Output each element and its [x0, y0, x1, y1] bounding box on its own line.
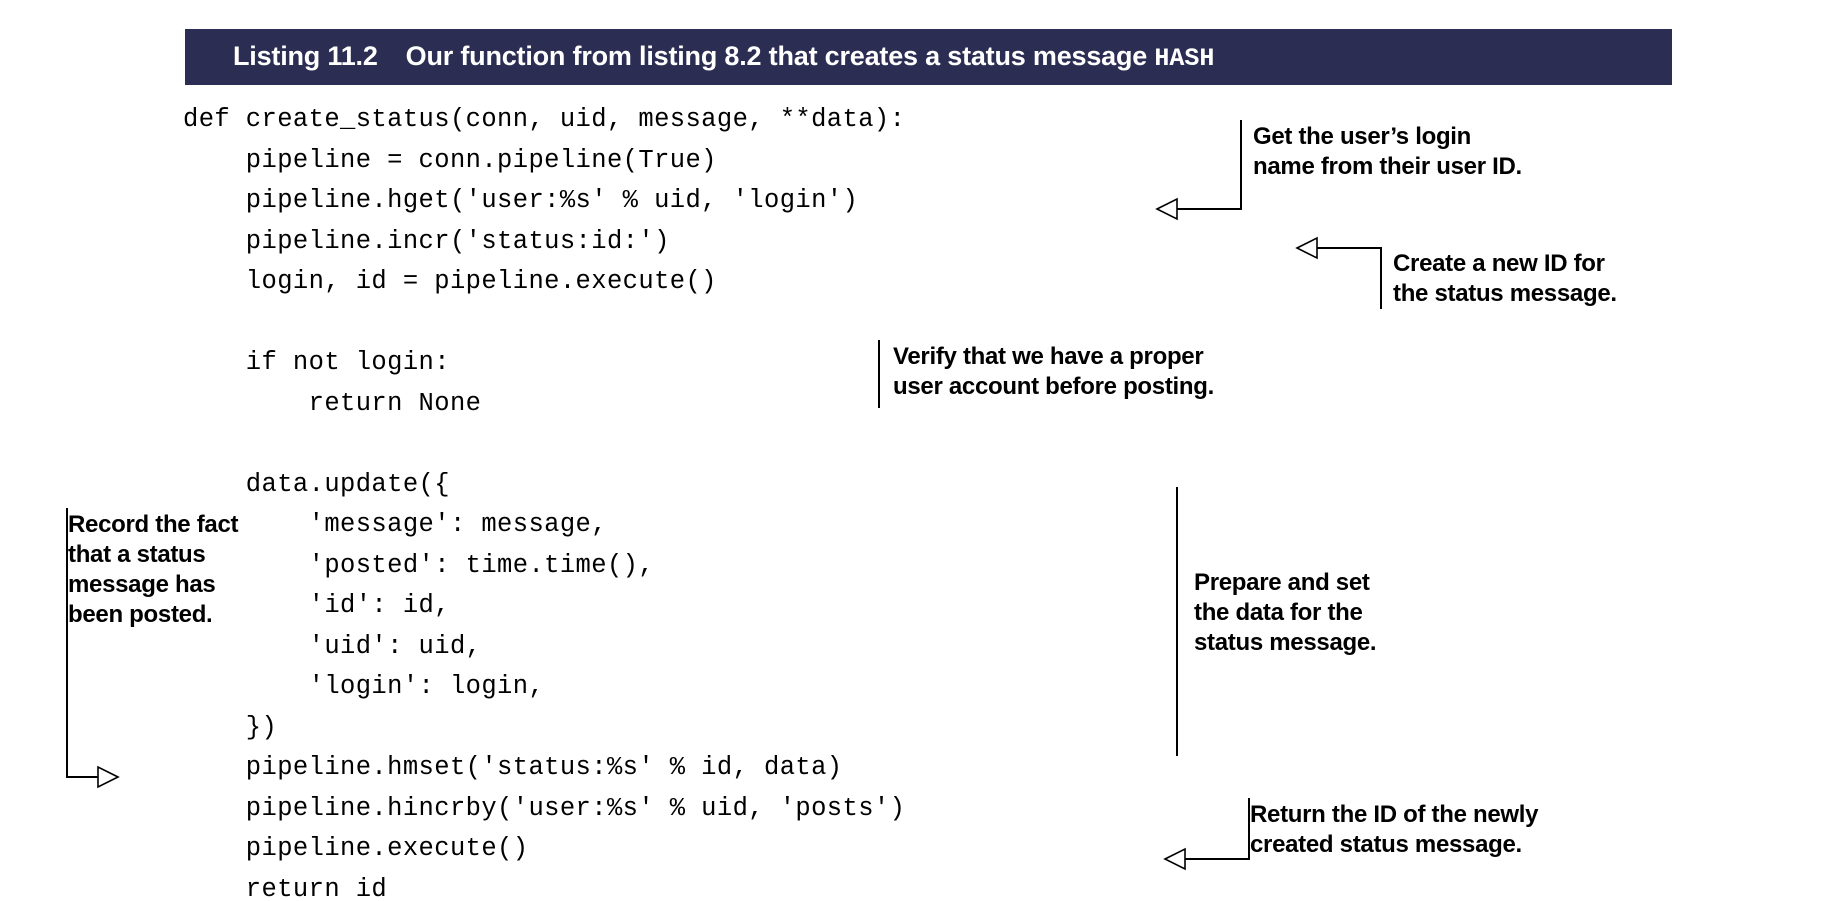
callout-rule-verify [878, 340, 880, 408]
arrowhead-left-login [1155, 197, 1178, 221]
code-line: 'posted': time.time(), [183, 550, 655, 580]
code-line: 'uid': uid, [183, 631, 482, 661]
code-line [183, 424, 905, 465]
code-line: 'login': login, [183, 672, 545, 701]
code-line: }) [183, 712, 278, 742]
arrowhead-left-return [1163, 847, 1186, 871]
callout-rule-prepare [1176, 487, 1178, 756]
code-line: pipeline.hincrby('user:%s' % uid, 'posts… [183, 793, 906, 823]
code-line: 'message': message, [183, 510, 607, 539]
code-line: pipeline.execute() [183, 834, 529, 863]
code-line: return None [183, 388, 482, 418]
code-line: pipeline.hget('user:%s' % uid, 'login') [183, 186, 859, 215]
listing-number-label: Listing 11.2 [233, 41, 378, 71]
leader-line-newid-horizontal [1315, 247, 1382, 249]
leader-line-record-vertical [66, 508, 68, 778]
code-line: pipeline = conn.pipeline(True) [183, 145, 717, 175]
banner-text-group: Listing 11.2 Our function from listing 8… [185, 41, 1214, 73]
code-line: if not login: [183, 348, 450, 377]
callout-get-login: Get the user’s login name from their use… [1253, 123, 1522, 180]
listing-title-mono-term: HASH [1154, 44, 1215, 73]
code-line: login, id = pipeline.execute() [183, 267, 717, 296]
callout-record-fact: Record the fact that a status message ha… [68, 511, 239, 628]
callout-create-new-id: Create a new ID for the status message. [1393, 250, 1617, 307]
code-line: return id [183, 874, 388, 901]
leader-line-newid-vertical [1380, 247, 1382, 309]
listing-title-text: Our function from listing 8.2 that creat… [405, 41, 1155, 71]
leader-line-login-horizontal [1175, 208, 1242, 210]
leader-line-record-horizontal [66, 776, 98, 778]
callout-return-id: Return the ID of the newly created statu… [1250, 801, 1539, 858]
code-line: pipeline.incr('status:id:') [183, 226, 670, 256]
arrowhead-right-record [97, 765, 120, 789]
leader-line-return-horizontal [1183, 858, 1250, 860]
leader-line-return-vertical [1248, 798, 1250, 860]
code-line: 'id': id, [183, 591, 450, 620]
callout-verify-user: Verify that we have a proper user accoun… [893, 343, 1214, 400]
callout-prepare-data: Prepare and set the data for the status … [1194, 569, 1377, 656]
code-line: pipeline.hmset('status:%s' % id, data) [183, 753, 843, 782]
listing-header-banner: Listing 11.2 Our function from listing 8… [185, 29, 1672, 85]
code-line: data.update({ [183, 469, 450, 499]
leader-line-login-vertical [1240, 120, 1242, 210]
arrowhead-left-newid [1295, 236, 1318, 260]
code-line: def create_status(conn, uid, message, **… [183, 105, 906, 134]
code-listing: def create_status(conn, uid, message, **… [183, 100, 905, 901]
code-line [183, 303, 905, 344]
